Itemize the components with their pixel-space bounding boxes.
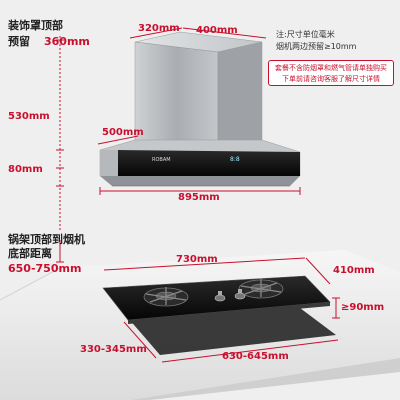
cutout-depth-label: 330-345mm: [80, 344, 147, 355]
hood-depth-label: 500mm: [102, 127, 144, 138]
panel-display: 8:8: [230, 156, 240, 163]
distance-title-1: 锅架顶部到烟机: [8, 233, 85, 246]
dimension-lines: [56, 27, 340, 363]
left-burner: [143, 287, 189, 307]
hood-width-label: 895mm: [178, 192, 220, 203]
gas-stove: [102, 275, 331, 324]
note-unit: 注:尺寸单位毫米: [276, 30, 335, 39]
range-hood: [99, 31, 301, 187]
top-clearance-title-1: 装饰罩顶部: [8, 19, 63, 32]
stove-width-label: 730mm: [176, 254, 218, 265]
top-clearance-title-2: 预留: [8, 35, 30, 48]
right-burner: [238, 279, 284, 299]
top-clearance-value: 360mm: [44, 35, 90, 48]
lower-height-label: 80mm: [8, 164, 43, 175]
depth-top-label: 400mm: [196, 25, 238, 36]
width-top-label: 320mm: [138, 23, 180, 34]
body-height-label: 530mm: [8, 111, 50, 122]
brand-logo-text: ROBAM: [152, 157, 171, 163]
notice-line2: 下单前请咨询客服了解尺寸详情: [282, 75, 380, 83]
side-clearance-label: ≥90mm: [341, 302, 385, 313]
notice-line1: 套餐不含防烟罩和燃气管请单独购买: [275, 64, 387, 72]
notice-box: 套餐不含防烟罩和燃气管请单独购买 下单前请咨询客服了解尺寸详情: [268, 60, 394, 86]
note-clearance: 烟机两边预留≥10mm: [276, 42, 357, 51]
knobs: [214, 289, 246, 302]
stove-depth-label: 410mm: [333, 265, 375, 276]
cutout-width-label: 630-645mm: [222, 351, 289, 362]
distance-value: 650-750mm: [8, 262, 82, 275]
distance-title-2: 底部距离: [8, 247, 52, 260]
